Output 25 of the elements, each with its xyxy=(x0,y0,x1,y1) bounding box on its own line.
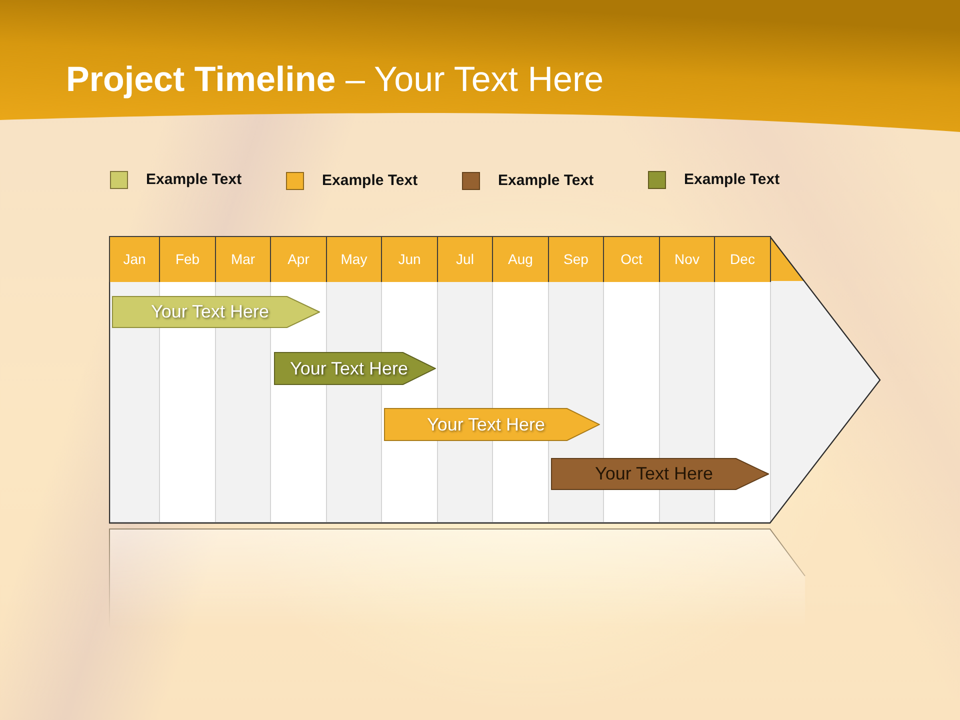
month-header-cell: Jan xyxy=(109,236,160,282)
month-header-cell: Jun xyxy=(381,236,438,282)
task-bar xyxy=(274,352,436,385)
slide-title: Project Timeline – Your Text Here xyxy=(66,59,604,101)
task-label: Your Text Here xyxy=(426,414,546,435)
legend-label: Example Text xyxy=(498,172,594,190)
task-label: Your Text Here xyxy=(290,358,408,379)
task-bar xyxy=(551,458,769,490)
task-label: Your Text Here xyxy=(594,464,714,484)
legend-label: Example Text xyxy=(322,172,418,190)
task-bar xyxy=(112,296,320,328)
month-header-cell: Dec xyxy=(714,236,771,282)
month-header-cell: Mar xyxy=(215,236,271,282)
month-header-cell: Sep xyxy=(548,236,604,282)
month-header-cell: Jul xyxy=(437,236,493,282)
month-header-cell: May xyxy=(326,236,382,282)
month-header-cell: Feb xyxy=(159,236,216,282)
month-header-cell: Aug xyxy=(492,236,549,282)
task-label: Your Text Here xyxy=(150,302,270,322)
month-header-cell: Nov xyxy=(659,236,715,282)
legend-label: Example Text xyxy=(684,171,780,189)
month-header-cell: Oct xyxy=(603,236,660,282)
legend-label: Example Text xyxy=(146,171,242,189)
task-bar xyxy=(384,408,600,441)
month-header-cell: Apr xyxy=(270,236,327,282)
